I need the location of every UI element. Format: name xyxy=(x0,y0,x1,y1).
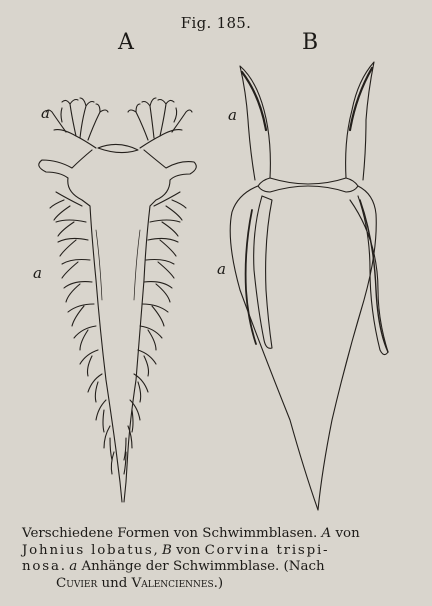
annotation-a-upper-a: a xyxy=(41,104,50,122)
figure-a-drawing xyxy=(39,98,196,502)
caption-line-3: nosa. a Anhänge der Schwimmblase. (Nach xyxy=(22,559,414,576)
author-valenciennes: Valenciennes xyxy=(132,576,214,591)
species-corvina: Corvina trispi- xyxy=(205,543,330,558)
annotation-b-lower-a: a xyxy=(217,260,226,278)
caption-line-4: Cuvier und Valenciennes.) xyxy=(22,576,414,593)
author-cuvier: Cuvier xyxy=(56,576,97,591)
annotation-a-lower-a: a xyxy=(33,264,42,282)
caption-line-1: Verschiedene Formen von Schwimmblasen. A… xyxy=(22,526,414,543)
annotation-b-upper-a: a xyxy=(228,106,237,124)
figure-b-drawing xyxy=(230,62,388,510)
species-johnius: Johnius lobatus xyxy=(22,543,154,558)
figure-caption: Verschiedene Formen von Schwimmblasen. A… xyxy=(22,526,414,592)
caption-line-2: Johnius lobatus, B von Corvina trispi- xyxy=(22,543,414,560)
